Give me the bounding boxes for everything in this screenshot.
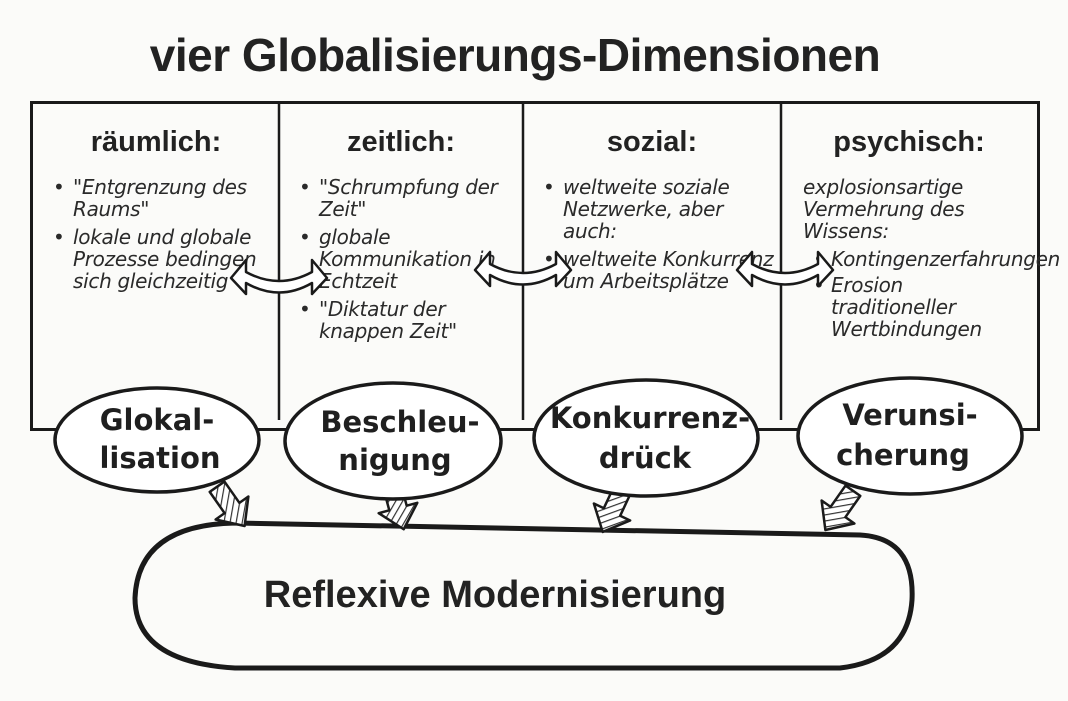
dimension-heading: sozial: (606, 126, 698, 158)
double-arrow-icon (473, 250, 573, 288)
result-bubble: Beschleu- nigung (283, 381, 503, 501)
dimension-points: "Entgrenzung des Raums" lokale und globa… (53, 176, 275, 298)
double-arrow-icon (229, 258, 329, 296)
dimension-point: weltweite Konkurrenz um Arbeitsplätze (543, 248, 777, 292)
result-bubble: Glokal- lisation (53, 386, 261, 494)
dimension-point: "Diktatur der knappen Zeit" (299, 298, 519, 342)
result-label-line: Beschleu- (320, 405, 479, 439)
dimension-point: weltweite soziale Netzwerke, aber auch: (543, 176, 777, 242)
dimension-intro: explosionsartige Vermehrung des Wissens:… (803, 175, 1060, 344)
dimension-point: "Entgrenzung des Raums" (53, 176, 275, 220)
result-bubble: Verunsi- cherung (796, 376, 1024, 496)
result-label-line: Konkurrenz- (550, 401, 750, 435)
result-label-line: Glokal- (100, 403, 215, 437)
result-bubble: Konkurrenz- drück (532, 378, 760, 498)
result-label-line: cherung (836, 438, 970, 472)
down-arrow-icon (208, 480, 250, 528)
dimension-intro-text: explosionsartige Vermehrung des Wissens: (803, 175, 965, 243)
dimension-heading: räumlich: (90, 126, 222, 158)
dimension-column-raeumlich: räumlich: "Entgrenzung des Raums" lokale… (33, 104, 279, 394)
dimension-points: Kontingenzerfahrungen Erosion traditione… (803, 248, 1060, 340)
conclusion-loop (132, 520, 915, 671)
dimension-heading: zeitlich: (347, 126, 455, 158)
dimension-column-sozial: sozial: weltweite soziale Netzwerke, abe… (523, 104, 781, 394)
conclusion-label: Reflexive Modernisierung (263, 574, 727, 616)
result-label-line: nigung (338, 443, 451, 477)
dimension-point: globale Kommunikation in Echtzeit (299, 226, 519, 292)
down-arrow-icon (820, 484, 862, 532)
diagram-title: vier Globalisierungs-Dimensionen (149, 29, 881, 81)
double-arrow-icon (735, 250, 835, 288)
result-label-line: lisation (99, 441, 220, 475)
dimension-column-zeitlich: zeitlich: "Schrumpfung der Zeit" globale… (279, 104, 523, 394)
result-label-line: Verunsi- (842, 398, 977, 432)
result-label-line: drück (599, 441, 692, 475)
dimension-points: "Schrumpfung der Zeit" globale Kommunika… (299, 176, 519, 348)
dimension-points: weltweite soziale Netzwerke, aber auch: … (543, 176, 777, 298)
dimension-point: Erosion traditioneller Wertbindungen (803, 274, 1033, 340)
dimension-point: lokale und globale Prozesse bedingen sic… (53, 226, 275, 292)
dimension-point: "Schrumpfung der Zeit" (299, 176, 519, 220)
dimension-column-psychisch: psychisch: explosionsartige Vermehrung d… (781, 104, 1060, 394)
dimension-heading: psychisch: (833, 126, 985, 158)
